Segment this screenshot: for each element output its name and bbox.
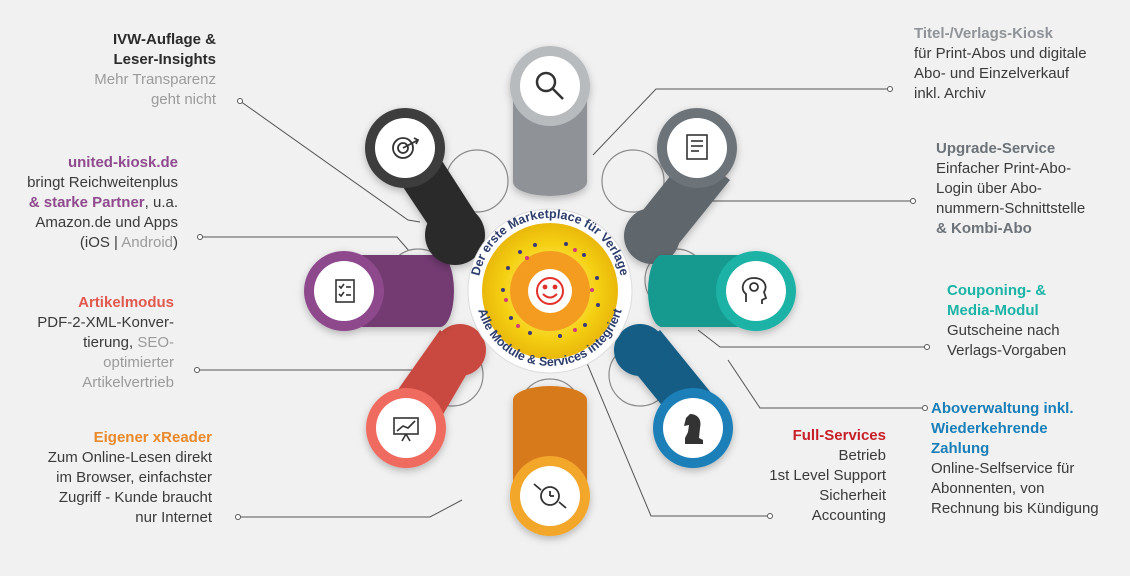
label-xreader-body-1: Zum Online-Lesen direkt	[47, 449, 212, 466]
label-united: united-kiosk.de bringt Reichweitenplus &…	[10, 153, 178, 253]
label-coupon: Couponing- & Media-Modul Gutscheine nach…	[947, 281, 1117, 361]
label-fullservice-body-3: Sicherheit	[819, 487, 886, 504]
label-united-bold: & starke Partner	[28, 194, 145, 211]
label-upgrade-body-1: Einfacher Print-Abo-	[936, 160, 1072, 177]
module-titel-cylinder	[510, 46, 590, 196]
label-xreader-body-3: Zugriff - Kunde braucht	[58, 489, 212, 506]
label-titel: Titel-/Verlags-Kiosk für Print-Abos und …	[914, 24, 1114, 104]
label-artikel-body-2a: tierung,	[83, 334, 138, 351]
label-titel-body-3: inkl. Archiv	[914, 85, 986, 102]
label-titel-body-2: Abo- und Einzelverkauf	[914, 65, 1070, 82]
label-xreader: Eigener xReader Zum Online-Lesen direkt …	[20, 428, 212, 528]
label-artikel-body-3: optimierter	[103, 354, 174, 371]
label-coupon-title-1: Couponing- &	[947, 282, 1047, 299]
label-united-android: Android	[121, 234, 173, 251]
label-upgrade-body-3: nummern-Schnittstelle	[936, 200, 1086, 217]
checklist-icon	[335, 279, 355, 303]
label-abo-body-2: Abonnenten, von	[931, 480, 1045, 497]
chess-knight-icon	[684, 414, 703, 444]
target-icon	[392, 137, 420, 159]
label-coupon-title-2: Media-Modul	[947, 302, 1039, 319]
label-titel-title: Titel-/Verlags-Kiosk	[914, 25, 1053, 42]
label-abo-body-1: Online-Selfservice für	[931, 460, 1075, 477]
label-fullservice-body-4: Accounting	[811, 507, 886, 524]
watch-icon	[533, 483, 567, 509]
label-ivw-note-2: geht nicht	[150, 91, 216, 108]
label-abo-title-1: Aboverwaltung inkl.	[931, 400, 1074, 417]
connector-lines	[194, 86, 930, 520]
label-coupon-body-2: Verlags-Vorgaben	[947, 342, 1067, 359]
label-abo-body-3: Rechnung bis Kündigung	[931, 500, 1099, 517]
label-abo-title-3: Zahlung	[931, 440, 990, 457]
label-titel-body-1: für Print-Abos und digitale	[914, 45, 1087, 62]
label-artikel-title: Artikelmodus	[78, 294, 174, 311]
label-fullservice-body-1: Betrieb	[838, 447, 886, 464]
label-artikel-body-1: PDF-2-XML-Konver-	[37, 314, 174, 331]
label-upgrade-bold: & Kombi-Abo	[936, 220, 1032, 237]
label-xreader-body-2: im Browser, einfachster	[56, 469, 212, 486]
module-xreader-cylinder	[510, 386, 590, 536]
module-united-cylinder	[304, 251, 454, 331]
module-coupon-cylinder	[648, 251, 796, 331]
label-xreader-title: Eigener xReader	[93, 429, 212, 446]
center-hub	[467, 208, 633, 374]
label-artikel-body-4: Artikelvertrieb	[82, 374, 174, 391]
label-fullservice-body-2: 1st Level Support	[769, 467, 886, 484]
label-united-close: )	[173, 234, 178, 251]
module-upgrade-cylinder	[624, 108, 737, 264]
label-artikel-body-2b: SEO-	[137, 334, 174, 351]
label-upgrade-body-2: Login über Abo-	[936, 180, 1042, 197]
label-united-body-1: bringt Reichweitenplus	[27, 174, 178, 191]
brain-head-icon	[741, 277, 768, 304]
label-xreader-body-4: nur Internet	[135, 509, 212, 526]
label-ivw-note-1: Mehr Transparenz	[94, 71, 216, 88]
label-fullservice-title: Full-Services	[792, 427, 886, 444]
label-united-ios: (iOS |	[79, 234, 122, 251]
smiley-icon	[536, 277, 564, 305]
certificate-icon	[686, 134, 708, 160]
label-united-rest: , u.a.	[144, 194, 178, 211]
label-abo-title-2: Wiederkehrende	[931, 420, 1048, 437]
label-abo: Aboverwaltung inkl. Wiederkehrende Zahlu…	[931, 399, 1121, 519]
label-ivw: IVW-Auflage & Leser-Insights Mehr Transp…	[40, 30, 216, 110]
label-coupon-body-1: Gutscheine nach	[947, 322, 1060, 339]
module-ivw-cylinder	[365, 108, 485, 265]
label-united-title: united-kiosk.de	[67, 154, 178, 171]
label-united-body-3: Amazon.de und Apps	[35, 214, 178, 231]
label-ivw-title-1: IVW-Auflage &	[112, 31, 216, 48]
label-artikel: Artikelmodus PDF-2-XML-Konver- tierung, …	[10, 293, 174, 393]
label-upgrade: Upgrade-Service Einfacher Print-Abo- Log…	[936, 139, 1121, 239]
chart-board-icon	[393, 417, 419, 442]
label-fullservice: Full-Services Betrieb 1st Level Support …	[720, 426, 886, 526]
label-ivw-title-2: Leser-Insights	[113, 51, 216, 68]
label-upgrade-title: Upgrade-Service	[936, 140, 1056, 157]
search-icon	[535, 71, 564, 100]
